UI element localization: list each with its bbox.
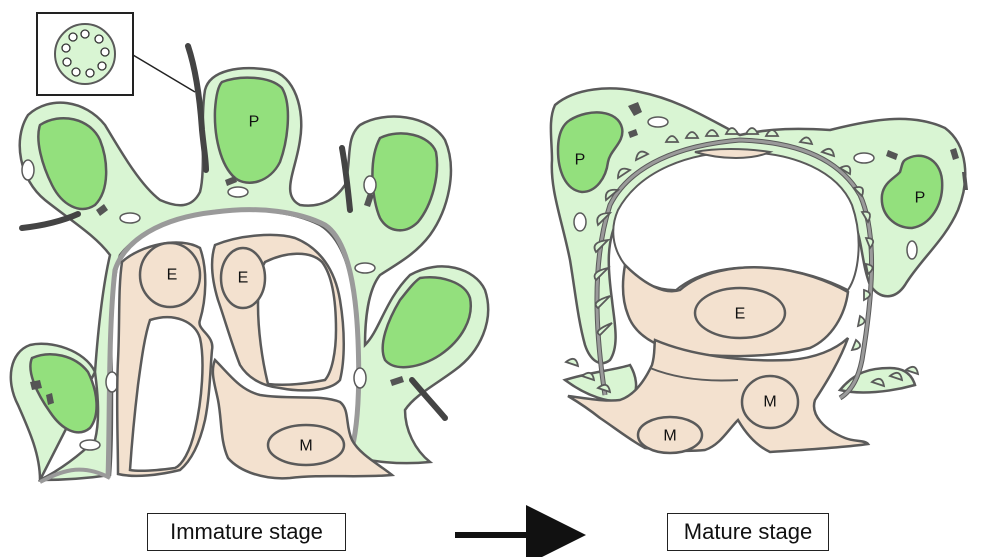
podocyte-label: P xyxy=(575,152,586,169)
mature-stage-caption: Mature stage xyxy=(667,513,829,551)
endothelial-label: E xyxy=(167,267,178,284)
immature-glomerulus: P E E M xyxy=(11,13,488,482)
mesangial-label: M xyxy=(663,428,676,445)
mesangial-label: M xyxy=(763,394,776,411)
mature-glomerulus: P P E M M xyxy=(551,88,968,453)
immature-capillary-lumen xyxy=(258,254,336,385)
podocyte-label: P xyxy=(915,190,926,207)
immature-stage-caption: Immature stage xyxy=(147,513,346,551)
endothelial-label: E xyxy=(735,306,746,323)
endothelial-label: E xyxy=(238,270,249,287)
mesangial-label: M xyxy=(299,438,312,455)
podocyte-label: P xyxy=(249,114,260,131)
inset-pointer-line xyxy=(133,55,195,92)
